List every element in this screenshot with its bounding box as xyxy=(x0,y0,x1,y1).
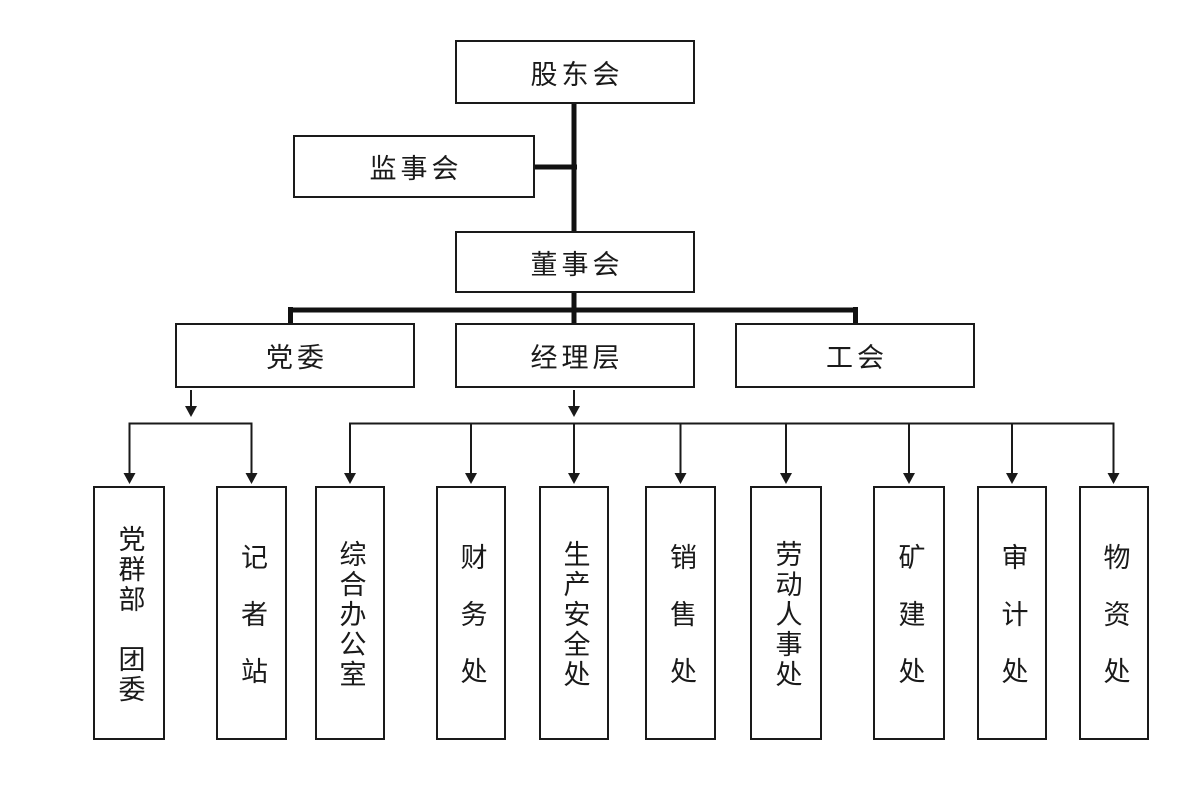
dept-label: 销售处 xyxy=(666,542,696,714)
node-label: 董事会 xyxy=(530,249,624,280)
dept-sales: 销售处 xyxy=(645,486,716,740)
management-subtree-connector xyxy=(344,390,1120,484)
dept-label: 财务处 xyxy=(456,542,487,714)
node-label: 党委 xyxy=(266,343,328,373)
node-board-of-directors: 董事会 xyxy=(455,231,695,293)
node-management: 经理层 xyxy=(455,323,695,388)
dept-mine-construction: 矿建处 xyxy=(873,486,945,740)
node-label: 股东会 xyxy=(530,59,624,90)
node-shareholders-meeting: 股东会 xyxy=(455,40,695,104)
dept-general-office: 综合办公室 xyxy=(315,486,385,740)
node-party-committee: 党委 xyxy=(175,323,415,388)
dept-label: 物资处 xyxy=(1099,542,1130,714)
dept-audit: 审计处 xyxy=(977,486,1047,740)
dept-label: 综合办公室 xyxy=(335,539,366,690)
dept-finance: 财务处 xyxy=(436,486,506,740)
dept-materials: 物资处 xyxy=(1079,486,1149,740)
dept-label: 生产安全处 xyxy=(559,539,590,690)
dept-party-group-youth-league: 党群部 团委 xyxy=(93,486,165,740)
dept-reporter-station: 记者站 xyxy=(216,486,287,740)
dept-label: 审计处 xyxy=(997,542,1028,714)
node-label: 工会 xyxy=(826,343,888,373)
dept-labor-personnel: 劳动人事处 xyxy=(750,486,822,740)
node-supervisory-board: 监事会 xyxy=(293,135,535,198)
party-subtree-connector xyxy=(123,390,258,484)
node-label: 监事会 xyxy=(369,154,463,184)
trunk-connectors xyxy=(288,102,858,324)
dept-label: 记者站 xyxy=(237,542,267,714)
node-label: 经理层 xyxy=(530,343,624,373)
node-labor-union: 工会 xyxy=(735,323,975,388)
dept-label: 劳动人事处 xyxy=(771,539,802,690)
dept-production-safety: 生产安全处 xyxy=(539,486,609,740)
dept-label: 党群部 团委 xyxy=(114,524,145,705)
dept-label: 矿建处 xyxy=(894,542,925,714)
